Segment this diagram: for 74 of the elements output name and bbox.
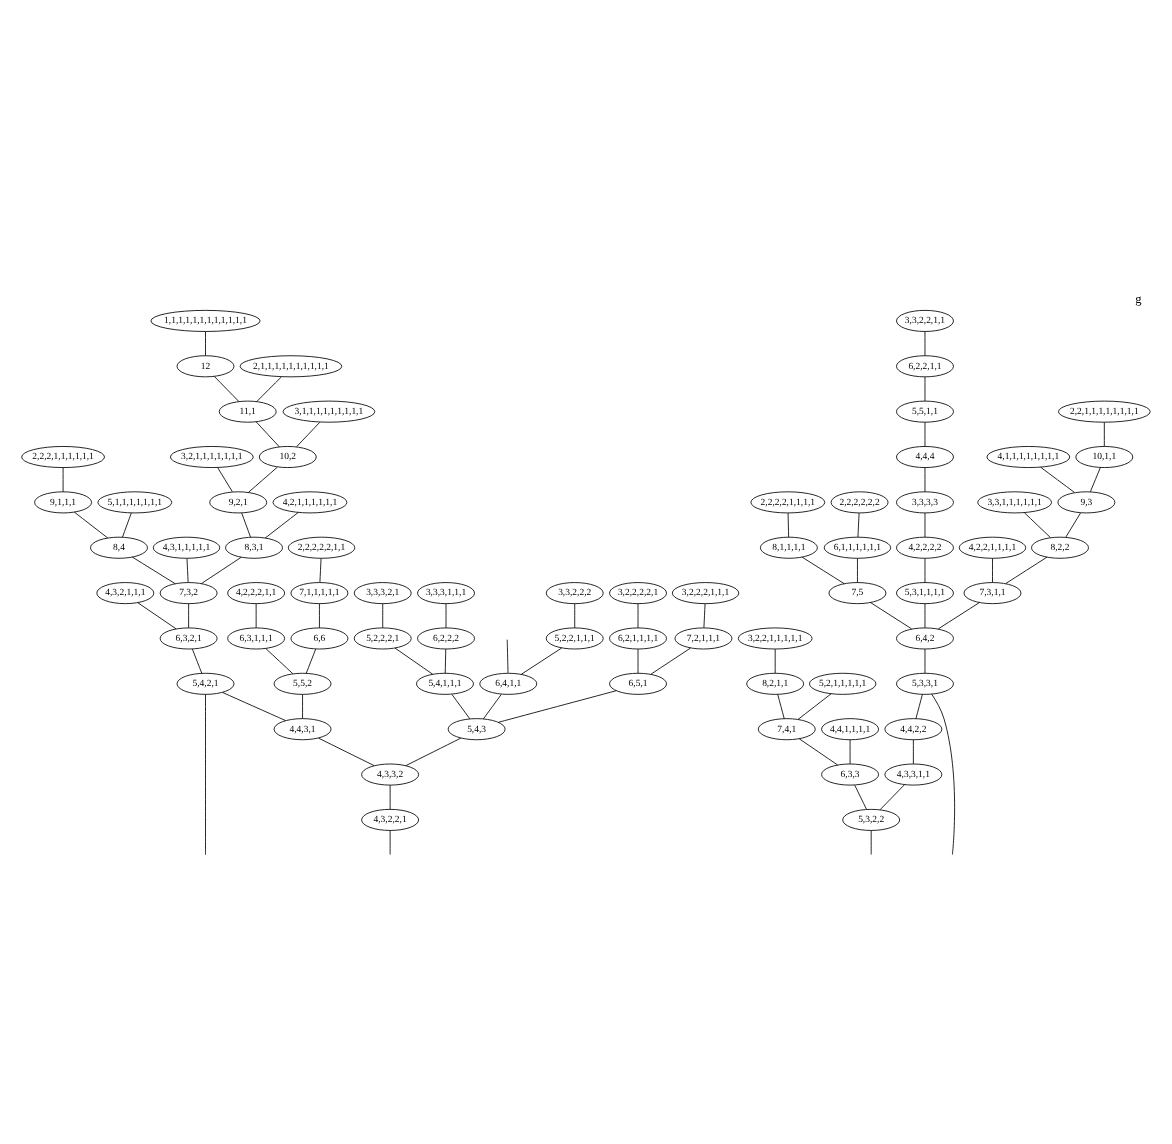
connector (924, 421, 926, 447)
connector (637, 603, 639, 629)
connector (256, 376, 282, 403)
connector (924, 467, 926, 493)
connector (122, 512, 132, 538)
connector (915, 694, 923, 719)
connector (574, 603, 576, 629)
connector (1040, 466, 1075, 493)
connector (854, 784, 867, 810)
connector (137, 602, 177, 630)
connector (857, 512, 860, 538)
connector (201, 556, 242, 584)
connector (241, 512, 251, 538)
connector (265, 648, 294, 675)
connector (62, 467, 64, 493)
connector (787, 512, 790, 538)
connector (849, 739, 851, 765)
connector (222, 692, 286, 721)
connector (205, 331, 206, 357)
connector (777, 694, 785, 719)
connector (703, 603, 706, 629)
connector (938, 602, 980, 630)
connector (1089, 467, 1101, 493)
connector (992, 557, 993, 583)
connector (650, 647, 691, 675)
connector (506, 639, 509, 674)
connector (217, 467, 233, 493)
connector (264, 511, 299, 539)
connector (389, 830, 391, 855)
connector (870, 602, 912, 630)
connector (931, 693, 956, 856)
connector (73, 511, 109, 539)
connector (389, 784, 391, 810)
connector (444, 648, 447, 674)
connector (801, 556, 845, 585)
connector (382, 603, 384, 629)
connector (924, 557, 926, 583)
connector (1065, 512, 1081, 538)
connector (520, 647, 562, 675)
connector (214, 376, 240, 402)
connector (451, 694, 471, 720)
connector (191, 648, 203, 674)
connector (857, 557, 858, 583)
connector (870, 830, 872, 855)
connector (637, 648, 639, 674)
connector (302, 694, 303, 719)
connector (1005, 556, 1048, 584)
connector (318, 737, 375, 767)
connector (924, 648, 926, 674)
connector (924, 331, 926, 357)
connector (132, 556, 176, 585)
connector (405, 737, 462, 767)
connector (924, 603, 926, 629)
connector (319, 557, 322, 583)
connector (394, 647, 434, 675)
connector (1023, 512, 1051, 538)
connector (305, 648, 317, 674)
connector (797, 693, 832, 720)
connector (1103, 421, 1105, 447)
connector (255, 421, 280, 448)
connector (912, 739, 914, 765)
connector (798, 738, 838, 766)
connector (188, 603, 190, 629)
connector (483, 694, 502, 720)
connector (247, 466, 278, 493)
connector (205, 694, 206, 856)
connector (498, 690, 617, 723)
connector (879, 784, 905, 811)
connector (319, 603, 320, 629)
connector (255, 603, 257, 629)
connector (774, 648, 776, 674)
connector (296, 421, 321, 448)
connector (445, 603, 447, 629)
connector (186, 557, 189, 583)
